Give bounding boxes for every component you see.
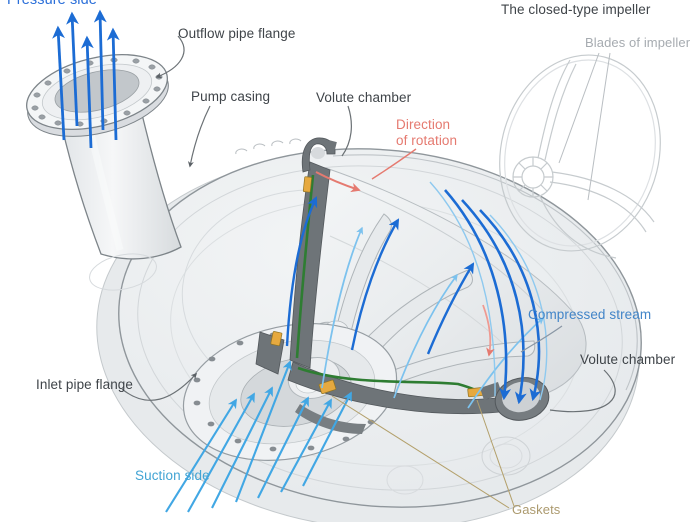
inset-blade-2a <box>551 171 655 223</box>
volute-cut-top <box>301 137 336 173</box>
leader-inlet-flange <box>121 372 198 401</box>
internal-flow-arrows-light <box>321 226 545 409</box>
inset-blade-1b <box>544 63 577 161</box>
leader-blades-2 <box>587 52 611 201</box>
gasket-orange-left <box>270 331 283 347</box>
label-blades-of-impeller: Blades of impeller <box>585 35 691 50</box>
gasket-orange-top <box>302 176 312 193</box>
pipe-junction-contour <box>89 253 157 291</box>
inset-blade-3 <box>539 195 617 259</box>
interior-contour-1 <box>337 181 545 313</box>
label-inlet-pipe-flange: Inlet pipe flange <box>36 377 134 392</box>
leader-outflow-flange <box>155 35 185 79</box>
label-outflow-pipe-flange: Outflow pipe flange <box>178 26 296 41</box>
label-pressure-side: Pressure side <box>7 0 97 8</box>
casing-rim-inner-line <box>332 154 638 391</box>
leader-gasket-2 <box>476 399 515 507</box>
volute-cut-top-nub <box>327 140 337 150</box>
compressed-stream-arrows <box>444 189 542 405</box>
outflow-flange-bolts <box>31 57 163 127</box>
leader-pump-casing <box>187 105 211 168</box>
pressure-arrows <box>52 9 120 149</box>
leader-volute-right <box>549 369 616 413</box>
label-volute-chamber-right: Volute chamber <box>580 352 676 367</box>
cut-wall-nozzle <box>295 404 366 434</box>
inset-blade-1a <box>537 59 571 159</box>
boss-circle-3 <box>386 465 424 495</box>
label-direction-of-rotation: Direction of rotation <box>396 117 457 148</box>
suction-arrows <box>165 360 352 513</box>
label-gaskets: Gaskets <box>512 502 561 517</box>
inset-shroud-outer <box>499 54 661 252</box>
volute-cut-top-bore <box>311 147 325 159</box>
label-suction-side: Suction side <box>135 468 210 483</box>
leader-gasket-1 <box>331 395 510 509</box>
label-compressed-stream: Compressed stream <box>528 307 652 322</box>
label-direction-line2: of rotation <box>396 132 458 148</box>
leader-compressed-stream <box>520 325 563 353</box>
boss-circle-1 <box>481 436 531 476</box>
label-pump-casing: Pump casing <box>191 89 271 104</box>
inset-hub-facets <box>513 157 553 197</box>
casing-contour-1 <box>137 165 623 491</box>
impeller-inset-drawing <box>499 52 661 259</box>
label-volute-chamber-top: Volute chamber <box>316 90 412 105</box>
casing-rim-lugs <box>235 138 302 155</box>
inset-blade-2b <box>549 181 647 233</box>
leader-lines <box>121 35 616 509</box>
boss-circle-2 <box>489 443 523 469</box>
compressed-stream-lines-light <box>429 181 548 401</box>
leader-volute-top <box>341 105 352 157</box>
label-direction-line1: Direction <box>396 117 451 132</box>
leader-blades-1 <box>558 52 600 164</box>
inset-shroud-inner <box>504 59 656 247</box>
inset-title: The closed-type impeller <box>501 2 651 17</box>
inset-hub-bore <box>521 165 545 189</box>
internal-flow-arrows-dark <box>285 196 475 355</box>
rotation-arrows <box>315 148 495 357</box>
